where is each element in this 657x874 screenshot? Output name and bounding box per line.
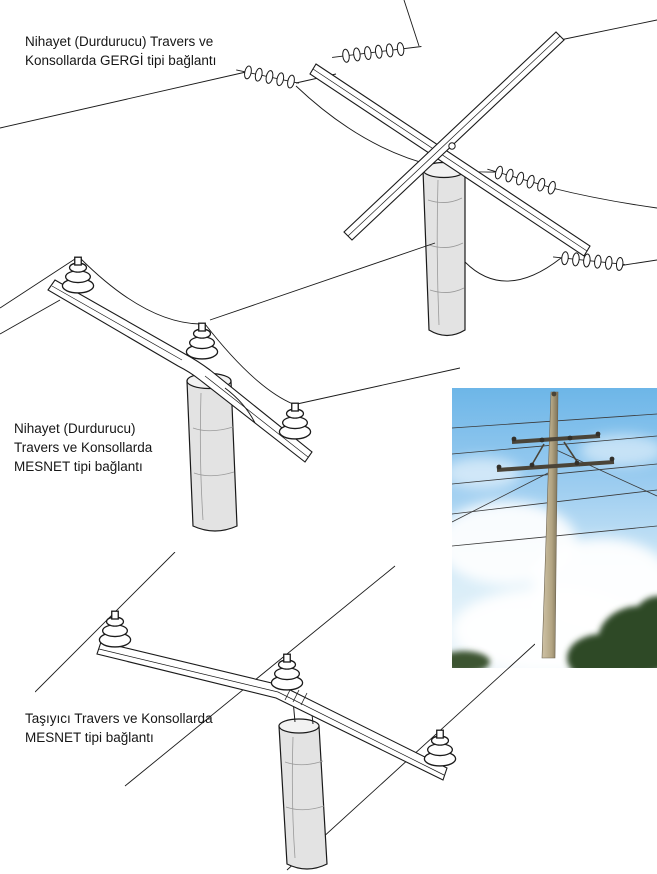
pin-insulator-right — [278, 402, 312, 440]
photo-crossarms — [496, 431, 615, 472]
utility-pole-photo — [452, 388, 657, 668]
caption-mesnet-nihayet-line3: MESNET tipi bağlantı — [14, 458, 143, 474]
crossarm — [96, 641, 448, 781]
strain-insulator-string-far-right — [553, 250, 625, 272]
gergi-drawing — [0, 0, 657, 337]
caption-gergi-line2: Konsollarda GERGİ tipi bağlantı — [25, 52, 217, 68]
pin-insulator-left — [61, 256, 95, 294]
conductor-wires — [0, 0, 657, 282]
pole-shading — [427, 179, 465, 326]
strain-insulator-string-top — [332, 41, 422, 64]
pole-top-cap — [551, 391, 557, 397]
arm-brace — [224, 387, 256, 424]
strain-insulator-string-left — [236, 64, 299, 90]
conductor-wires — [0, 242, 460, 405]
caption-mesnet-nihayet: Nihayet (Durdurucu) Travers ve Konsollar… — [14, 420, 152, 477]
trees — [452, 596, 657, 668]
pole — [278, 699, 328, 870]
pin-insulator-middle — [185, 322, 219, 360]
pole-shading — [192, 392, 235, 521]
strain-insulator-string-right — [487, 164, 558, 196]
photo-insulators — [496, 431, 615, 470]
figure-utility-pole-photo — [452, 388, 657, 668]
photo-pole — [541, 391, 559, 659]
figure-gergi-drawing — [0, 0, 657, 365]
caption-mesnet-tasiyici-line1: Taşıyıcı Travers ve Konsollarda — [25, 711, 213, 726]
figure-mesnet-tasiyici-drawing — [35, 552, 535, 874]
pole — [186, 372, 238, 532]
center-bolt — [448, 142, 456, 150]
crossarm — [47, 279, 313, 463]
mesnet-suspension-drawing — [35, 552, 535, 871]
caption-mesnet-nihayet-line2: Travers ve Konsollarda — [14, 439, 153, 455]
caption-gergi: Nihayet (Durdurucu) Travers ve Konsollar… — [25, 33, 216, 71]
caption-mesnet-tasiyici: Taşıyıcı Travers ve Konsollarda MESNET t… — [25, 710, 213, 748]
pin-insulator-left — [98, 610, 132, 648]
pin-insulator-right — [423, 729, 457, 767]
crossarm-x — [309, 31, 591, 257]
caption-mesnet-nihayet-line1: Nihayet (Durdurucu) — [14, 421, 136, 436]
caption-mesnet-tasiyici-line2: MESNET tipi bağlantı — [25, 729, 154, 745]
pole-shading — [284, 736, 325, 859]
caption-gergi-line1: Nihayet (Durdurucu) Travers ve — [25, 34, 214, 49]
mesnet-deadend-drawing — [0, 242, 460, 532]
pin-insulator-middle — [270, 653, 304, 691]
figure-mesnet-nihayet-drawing — [0, 228, 460, 546]
